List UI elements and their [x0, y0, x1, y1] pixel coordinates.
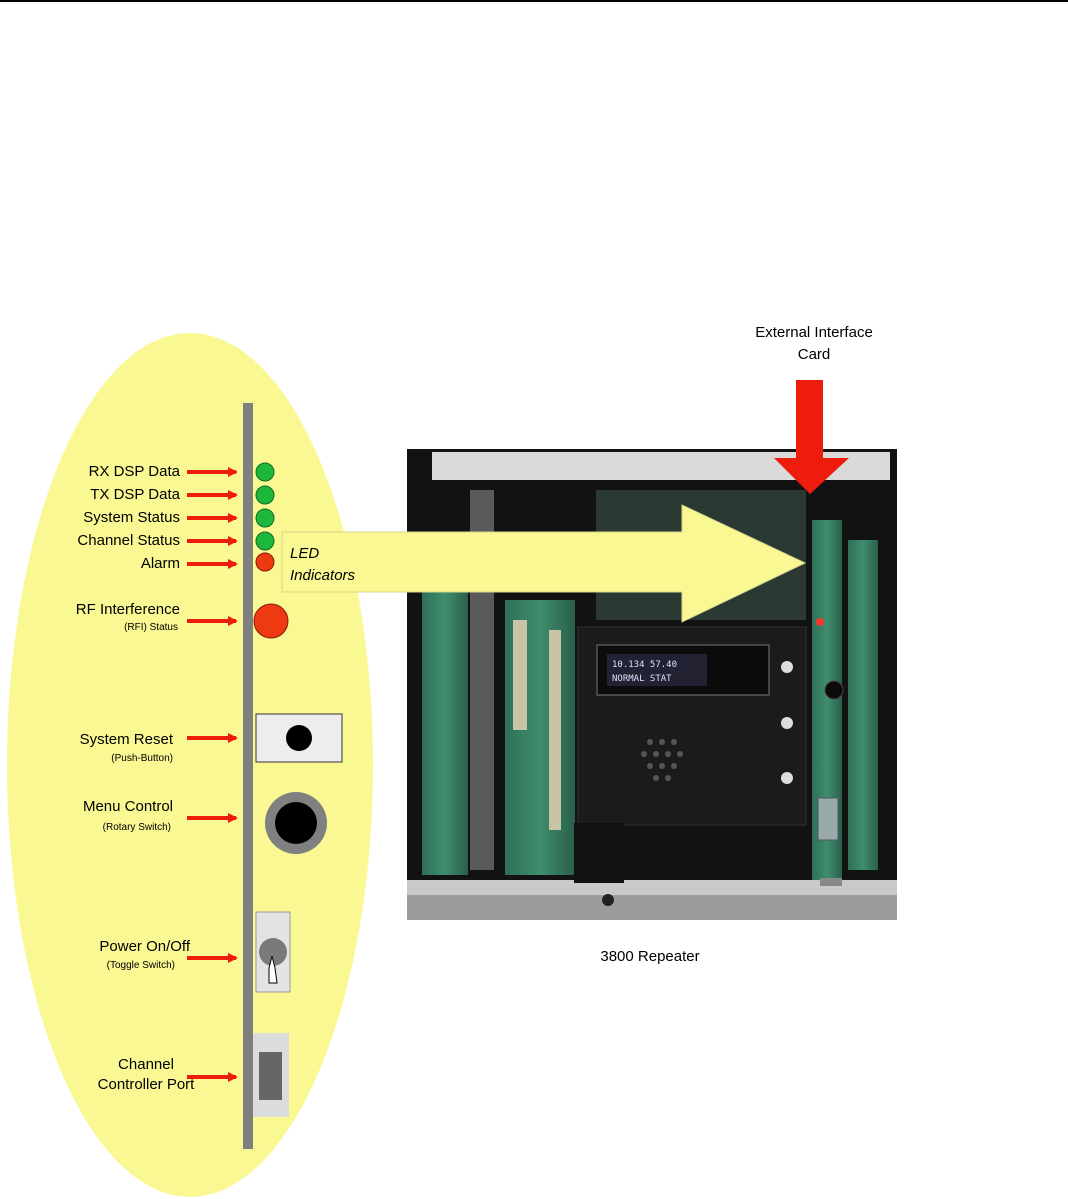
label-power: Power On/Off: [99, 938, 190, 955]
label-led-indicators-line2: Indicators: [290, 567, 355, 584]
label-card: Card: [734, 346, 894, 363]
controller-port: [259, 1052, 282, 1100]
led-tx-dsp: [256, 486, 274, 504]
caption-3800-repeater: 3800 Repeater: [560, 948, 740, 965]
label-controller-port: Controller Port: [86, 1076, 206, 1093]
label-tx-dsp: TX DSP Data: [90, 486, 180, 503]
label-external-interface: External Interface: [734, 324, 894, 341]
label-system-status: System Status: [83, 509, 180, 526]
label-push-button: (Push-Button): [111, 753, 173, 764]
reset-button: [286, 725, 312, 751]
led-rfi: [254, 604, 288, 638]
label-system-reset: System Reset: [80, 731, 173, 748]
display-line2: NORMAL STAT: [612, 674, 672, 684]
label-alarm: Alarm: [141, 555, 180, 572]
led-channel-status: [256, 532, 274, 550]
label-led-indicators-line1: LED: [290, 545, 319, 562]
label-channel-status: Channel Status: [77, 532, 180, 549]
label-rx-dsp: RX DSP Data: [89, 463, 180, 480]
led-alarm: [256, 553, 274, 571]
panel-bar: [243, 403, 253, 1149]
label-menu-control: Menu Control: [83, 798, 173, 815]
rotary-knob: [275, 802, 317, 844]
label-toggle-switch: (Toggle Switch): [107, 960, 175, 971]
display-line1: 10.134 57.40: [612, 660, 677, 670]
led-rx-dsp: [256, 463, 274, 481]
repeater-photo: 10.134 57.40 NORMAL STAT: [407, 449, 897, 920]
label-channel: Channel: [86, 1056, 206, 1073]
label-rf-interference: RF Interference: [76, 601, 180, 618]
led-system-status: [256, 509, 274, 527]
label-rotary-switch: (Rotary Switch): [103, 822, 171, 833]
label-rfi-status: (RFI) Status: [124, 622, 178, 633]
